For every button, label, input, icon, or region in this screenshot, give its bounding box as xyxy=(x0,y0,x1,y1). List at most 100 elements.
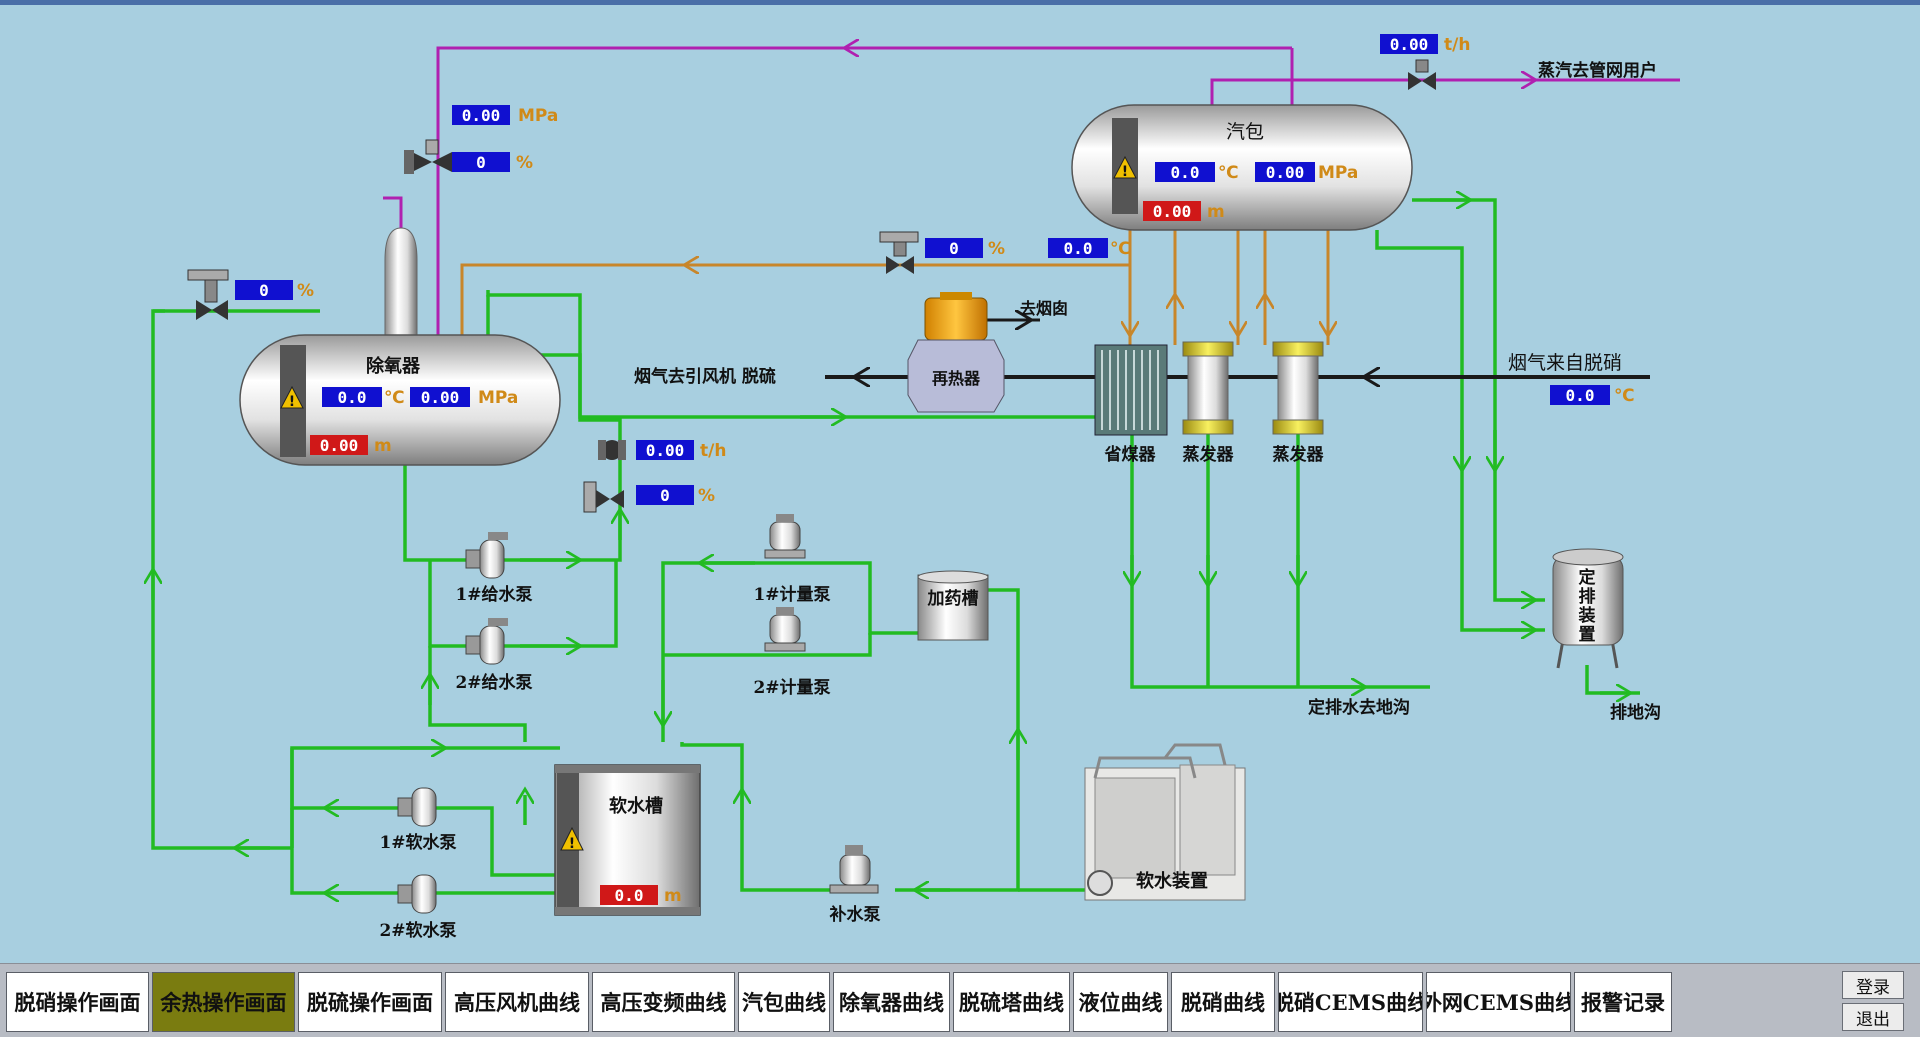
nav-button-desulf-tower-curve[interactable]: 脱硫塔曲线 xyxy=(953,972,1070,1032)
svg-text:定: 定 xyxy=(1579,567,1596,588)
makeup-pump[interactable]: 补水泵 xyxy=(829,845,881,925)
feed-pump2-label: 2#给水泵 xyxy=(455,672,532,693)
nav-button-alarm-log[interactable]: 报警记录 xyxy=(1574,972,1672,1032)
logout-button[interactable]: 退出 xyxy=(1842,1003,1904,1031)
dosing-tank-label: 加药槽 xyxy=(927,588,979,609)
nav-button-drum-curve[interactable]: 汽包曲线 xyxy=(738,972,830,1032)
evaporator-1[interactable]: 蒸发器 xyxy=(1182,341,1235,465)
deaerator-temperature: 0.0 ℃ xyxy=(322,387,405,408)
svg-text:℃: ℃ xyxy=(1110,239,1131,259)
nav-button-waste-heat[interactable]: 余热操作画面 xyxy=(152,972,295,1032)
drum-label: 汽包 xyxy=(1226,121,1264,143)
svg-text:m: m xyxy=(1207,202,1225,222)
water-pipes xyxy=(153,200,1640,893)
deaerator-tank[interactable]: ! 除氧器 xyxy=(239,227,561,466)
svg-text:置: 置 xyxy=(1579,625,1596,645)
svg-text:0: 0 xyxy=(660,486,670,505)
makeup-pump-label: 补水泵 xyxy=(829,904,881,925)
evaporator1-label: 蒸发器 xyxy=(1183,444,1235,465)
svg-text:MPa: MPa xyxy=(478,388,518,408)
drum-valve-opening: 0 % xyxy=(925,238,1005,259)
drum-level: 0.00 m xyxy=(1143,201,1225,222)
svg-text:0.0: 0.0 xyxy=(1171,163,1200,182)
flue-gas-in-label: 烟气来自脱硝 xyxy=(1508,352,1622,374)
svg-text:排: 排 xyxy=(1579,586,1596,607)
feed-flow-display: 0.00 t/h xyxy=(636,440,726,461)
flue-gas-out-label: 烟气去引风机 脱硫 xyxy=(634,366,776,387)
nav-button-denitration-curve[interactable]: 脱硝曲线 xyxy=(1171,972,1275,1032)
nav-button-hp-fan-curve[interactable]: 高压风机曲线 xyxy=(445,972,589,1032)
drum-pressure: 0.00 MPa xyxy=(1255,162,1358,183)
svg-text:0: 0 xyxy=(476,153,486,172)
soft-pump1-label: 1#软水泵 xyxy=(379,832,456,853)
deaerator-label: 除氧器 xyxy=(366,355,421,377)
process-diagram: ! 除氧器 ! 汽包 再热器 去烟囱 省煤器 蒸发器 xyxy=(0,34,1680,941)
economizer[interactable]: 省煤器 xyxy=(1094,344,1168,465)
evaporator-2[interactable]: 蒸发器 xyxy=(1272,341,1325,465)
nav-button-level-curve[interactable]: 液位曲线 xyxy=(1073,972,1168,1032)
nav-button-desulfurization[interactable]: 脱硫操作画面 xyxy=(298,972,442,1032)
nav-button-external-cems-curve[interactable]: 外网CEMS曲线 xyxy=(1426,972,1571,1032)
nav-button-denitration[interactable]: 脱硝操作画面 xyxy=(6,972,149,1032)
nav-button-hp-vfd-curve[interactable]: 高压变频曲线 xyxy=(592,972,735,1032)
svg-text:%: % xyxy=(698,486,715,506)
svg-text:0.00: 0.00 xyxy=(1390,35,1429,54)
feed-pump-1[interactable]: 1#给水泵 xyxy=(455,532,533,605)
svg-text:0.00: 0.00 xyxy=(421,388,460,407)
steam-valve-deaerator[interactable] xyxy=(404,139,452,174)
svg-text:m: m xyxy=(374,436,392,456)
svg-text:0.0: 0.0 xyxy=(338,388,367,407)
blowdown-tank[interactable] xyxy=(1552,548,1624,669)
login-button[interactable]: 登录 xyxy=(1842,971,1904,999)
svg-text:0.00: 0.00 xyxy=(646,441,685,460)
evaporator2-label: 蒸发器 xyxy=(1273,444,1325,465)
soft-tank-label: 软水槽 xyxy=(609,795,663,817)
steam-outlet-valve[interactable] xyxy=(1408,59,1436,90)
soft-tank-level: 0.0 m xyxy=(600,885,682,906)
steam-out-label: 蒸汽去管网用户 xyxy=(1538,60,1657,81)
svg-text:%: % xyxy=(988,239,1005,259)
bottom-nav-bar: 脱硝操作画面 余热操作画面 脱硫操作画面 高压风机曲线 高压变频曲线 汽包曲线 … xyxy=(0,963,1920,1037)
svg-text:℃: ℃ xyxy=(1218,163,1239,183)
feed-valve-opening: 0 % xyxy=(636,485,715,506)
flue-gas-temperature: 0.0 ℃ xyxy=(1550,385,1635,406)
hot-water-pipes xyxy=(460,230,1328,345)
svg-text:t/h: t/h xyxy=(700,441,726,461)
blowdown-label: 定 排 装 置 xyxy=(1578,567,1596,645)
svg-text:℃: ℃ xyxy=(1614,386,1635,406)
title-bar-edge xyxy=(0,0,1920,5)
svg-text:℃: ℃ xyxy=(384,388,405,408)
reheater[interactable]: 再热器 xyxy=(907,292,1005,413)
economizer-label: 省煤器 xyxy=(1104,444,1157,465)
drain-trench-label: 排地沟 xyxy=(1610,702,1661,723)
svg-text:!: ! xyxy=(569,836,575,852)
soft-pump-2[interactable]: 2#软水泵 xyxy=(379,874,457,941)
svg-text:0: 0 xyxy=(949,239,959,258)
nav-button-deaerator-curve[interactable]: 除氧器曲线 xyxy=(833,972,950,1032)
nav-button-denitration-cems-curve[interactable]: 脱硝CEMS曲线 xyxy=(1278,972,1423,1032)
dosing-pump-1[interactable]: 1#计量泵 xyxy=(753,514,831,605)
svg-text:装: 装 xyxy=(1578,605,1596,626)
deaerator-inlet-valve-opening: 0 % xyxy=(235,280,314,301)
dosing-tank[interactable]: 加药槽 xyxy=(917,570,989,641)
svg-text:%: % xyxy=(297,281,314,301)
svg-text:0.0: 0.0 xyxy=(1064,239,1093,258)
drum-water-valve[interactable] xyxy=(879,231,919,274)
feed-pump-2[interactable]: 2#给水泵 xyxy=(455,618,533,693)
svg-text:0.00: 0.00 xyxy=(320,436,359,455)
drum-temperature: 0.0 ℃ xyxy=(1155,162,1239,183)
soft-pump-1[interactable]: 1#软水泵 xyxy=(379,787,457,853)
drum-tank[interactable]: ! 汽包 xyxy=(1071,104,1413,231)
feed-flow-meter[interactable] xyxy=(598,440,626,460)
deaerator-inlet-valve[interactable] xyxy=(187,269,229,320)
dosing-pump-2[interactable]: 2#计量泵 xyxy=(753,607,831,698)
dosing-pump2-label: 2#计量泵 xyxy=(753,677,830,698)
softener-unit[interactable]: 软水装置 xyxy=(1084,743,1246,901)
svg-text:0.00: 0.00 xyxy=(462,106,501,125)
svg-text:%: % xyxy=(516,153,533,173)
feed-control-valve[interactable] xyxy=(583,481,624,513)
deaerator-level: 0.00 m xyxy=(310,435,392,456)
deaerator-pressure: 0.00 MPa xyxy=(410,387,518,408)
svg-text:!: ! xyxy=(289,394,295,410)
svg-text:MPa: MPa xyxy=(1318,163,1358,183)
